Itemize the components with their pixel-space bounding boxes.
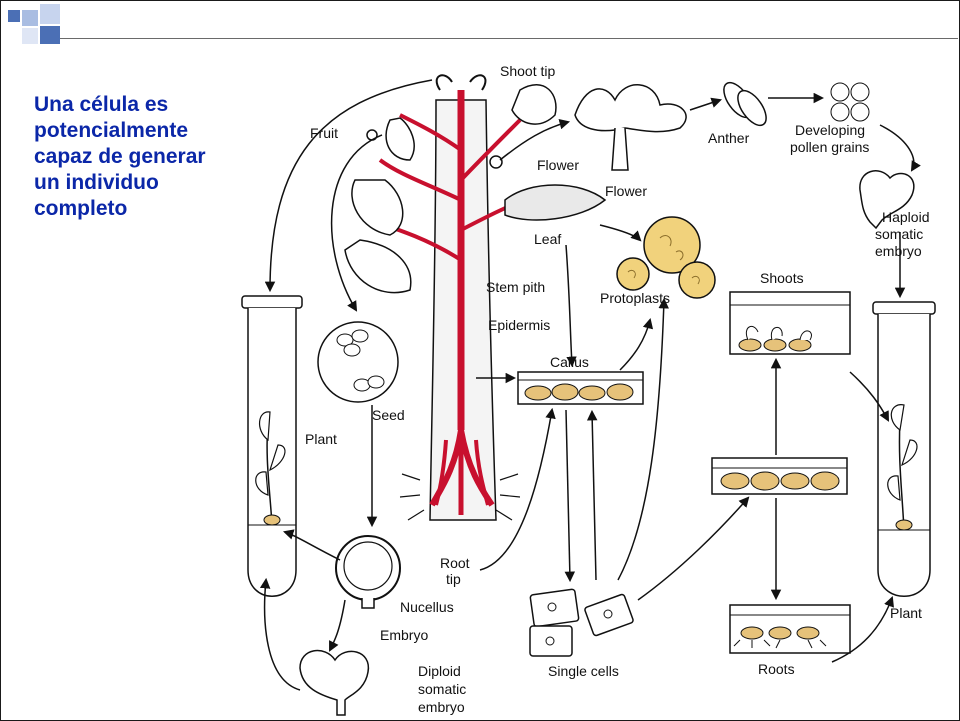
label-roots: Roots — [758, 661, 795, 677]
label-embryo: Embryo — [380, 627, 428, 643]
label-shoots: Shoots — [760, 270, 804, 286]
label-seed: Seed — [372, 407, 405, 423]
label-anther: Anther — [708, 130, 750, 146]
label-embryo-diploid: embryo — [418, 699, 465, 715]
label-shoot-tip: Shoot tip — [500, 63, 555, 79]
pollen-grains-illustration — [831, 83, 869, 121]
ovule-illustration — [336, 536, 400, 608]
anther-illustration — [718, 78, 771, 130]
label-flower: Flower — [605, 183, 647, 199]
label-protoplasts: Protoplasts — [600, 290, 670, 306]
callus-dish-middle — [712, 458, 847, 494]
protoplasts-illustration — [617, 217, 715, 298]
label-epidermis: Epidermis — [488, 317, 550, 333]
label-plant-right: Plant — [890, 605, 922, 621]
label-tip: tip — [446, 571, 461, 587]
label-somatic-diploid: somatic — [418, 681, 466, 697]
test-tube-left — [242, 296, 302, 596]
label-fruit: Fruit — [310, 125, 338, 141]
label-somatic-haploid: somatic — [875, 226, 923, 242]
seed-illustration — [318, 322, 398, 402]
label-embryo-haploid: embryo — [875, 243, 922, 259]
roots-dish — [730, 605, 850, 653]
diploid-embryo-illustration — [300, 651, 368, 715]
label-haploid: Haploid — [882, 209, 929, 225]
label-leaf: Leaf — [534, 231, 561, 247]
label-pollen-grains: pollen grains — [790, 139, 869, 155]
label-callus-top: Callus — [550, 354, 589, 370]
label-flower-small: Flower — [537, 157, 579, 173]
central-plant — [345, 75, 605, 520]
label-nucellus: Nucellus — [400, 599, 454, 615]
label-single-cells: Single cells — [548, 663, 619, 679]
callus-dish-top — [518, 372, 643, 404]
label-root: Root — [440, 555, 470, 571]
label-stem-pith: Stem pith — [486, 279, 545, 295]
label-plant-left: Plant — [305, 431, 337, 447]
shoots-dish — [730, 292, 850, 354]
flower-illustration — [575, 85, 686, 170]
label-diploid: Diploid — [418, 663, 461, 679]
label-developing: Developing — [795, 122, 865, 138]
single-cells-illustration — [530, 589, 634, 656]
test-tube-right — [873, 302, 935, 596]
